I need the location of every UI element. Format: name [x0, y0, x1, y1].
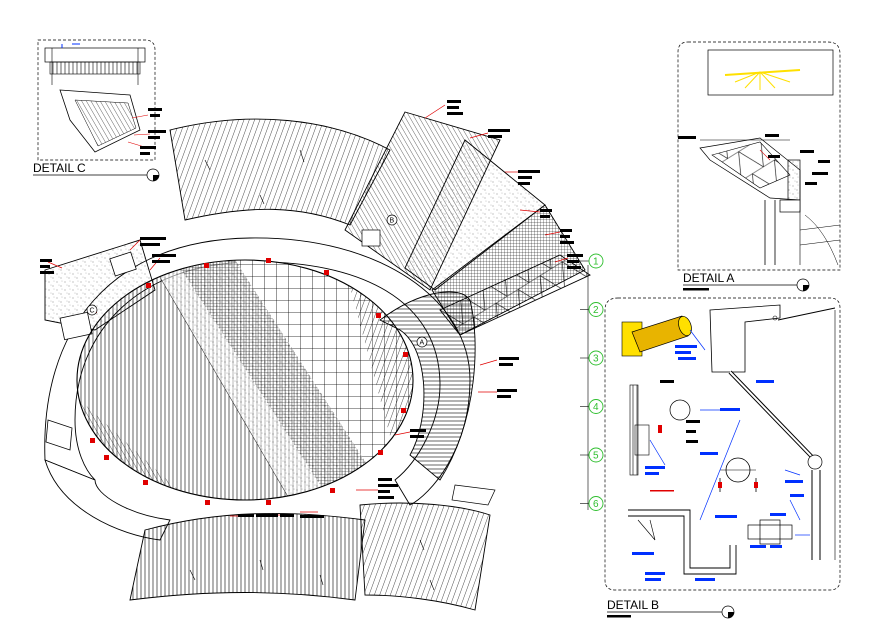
annotation-tags: [40, 100, 583, 518]
axis-bubble-2: 2: [580, 302, 604, 317]
axis-label-6: 6: [593, 499, 599, 510]
roof-panel-se: [359, 502, 491, 611]
axis-bubble-6: 6: [580, 496, 604, 511]
axis-label-2: 2: [593, 305, 599, 316]
roof-panel-east: [379, 291, 476, 481]
detail-a: DETAIL A: [677, 41, 841, 292]
axis-label-3: 3: [593, 354, 599, 365]
left-entrance-box: [59, 311, 93, 341]
axis-bubble-3: 3: [580, 350, 604, 366]
roof-plan: A C B: [40, 100, 591, 611]
detail-a-title: DETAIL A: [683, 271, 734, 285]
svg-text:A: A: [420, 340, 425, 347]
axis-label-4: 4: [593, 402, 599, 413]
detail-b: DETAIL B: [604, 297, 841, 619]
left-entrance-box-2: [109, 251, 137, 277]
axis-bubble-5: 5: [580, 447, 604, 463]
detail-c: DETAIL C: [33, 39, 166, 182]
svg-text:B: B: [390, 218, 395, 225]
detail-b-blue-tags: [632, 345, 804, 581]
axis-grid: 1 2 3 4 5 6: [580, 253, 604, 511]
svg-text:C: C: [90, 308, 95, 315]
dome-outline: [76, 259, 414, 501]
annotation-leaders: [47, 104, 569, 517]
section-marker-c[interactable]: C: [86, 304, 98, 316]
roof-panel-south: [129, 512, 366, 601]
detail-c-title: DETAIL C: [33, 161, 86, 175]
axis-label-1: 1: [593, 257, 599, 268]
axis-bubble-4: 4: [580, 399, 604, 414]
section-marker-b[interactable]: B: [386, 214, 398, 226]
axis-label-5: 5: [593, 451, 599, 462]
section-marker-a[interactable]: A: [416, 336, 428, 348]
axis-bubble-1: 1: [580, 253, 604, 269]
left-step: [45, 419, 73, 451]
detail-b-title: DETAIL B: [607, 598, 659, 612]
